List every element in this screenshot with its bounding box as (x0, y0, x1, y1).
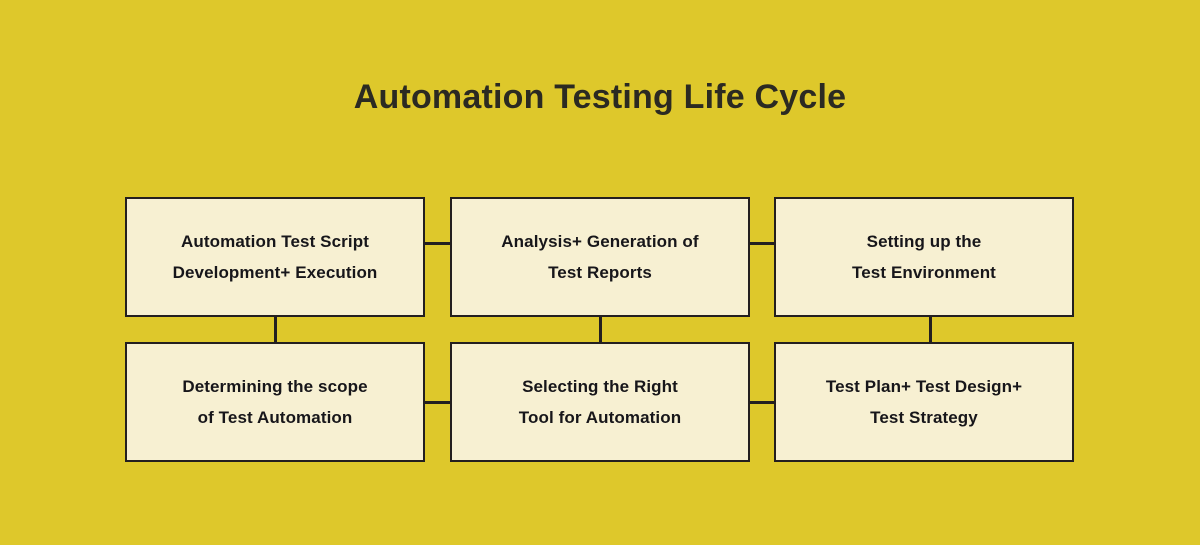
flow-box-line2: Test Environment (852, 263, 996, 282)
flow-box-label: Setting up the Test Environment (852, 226, 996, 288)
flow-box-setting-up-test-environment[interactable]: Setting up the Test Environment (774, 197, 1074, 317)
flow-box-line2: of Test Automation (197, 408, 353, 427)
connector-row2-col1-col2 (423, 401, 452, 404)
flow-box-line2: Test Strategy (870, 408, 978, 427)
flow-box-test-plan-design-strategy[interactable]: Test Plan+ Test Design+ Test Strategy (774, 342, 1074, 462)
flow-box-selecting-right-tool[interactable]: Selecting the Right Tool for Automation (450, 342, 750, 462)
flow-box-line2: Test Reports (548, 263, 652, 282)
connector-col3-row1-row2 (929, 315, 932, 344)
flow-box-label: Test Plan+ Test Design+ Test Strategy (826, 371, 1022, 433)
flow-box-label: Automation Test Script Development+ Exec… (173, 226, 378, 288)
page-title: Automation Testing Life Cycle (353, 78, 847, 116)
connector-col2-row1-row2 (599, 315, 602, 344)
connector-row1-col2-col3 (747, 242, 776, 245)
flow-box-line1: Analysis+ Generation of (501, 232, 699, 251)
flow-box-determining-scope[interactable]: Determining the scope of Test Automation (125, 342, 425, 462)
connector-row2-col2-col3 (747, 401, 776, 404)
flow-box-line1: Selecting the Right (522, 377, 678, 396)
flow-box-line1: Setting up the (866, 232, 982, 251)
flow-box-label: Selecting the Right Tool for Automation (519, 371, 681, 433)
flow-box-line1: Determining the scope (182, 377, 368, 396)
flow-box-line1: Automation Test Script (181, 232, 369, 251)
connector-row1-col1-col2 (423, 242, 452, 245)
flow-box-line2: Development+ Execution (172, 263, 378, 282)
flow-box-label: Analysis+ Generation of Test Reports (501, 226, 698, 288)
flow-box-line1: Test Plan+ Test Design+ (825, 377, 1023, 396)
flow-box-analysis-generation-reports[interactable]: Analysis+ Generation of Test Reports (450, 197, 750, 317)
flowchart: Automation Test Script Development+ Exec… (125, 197, 1074, 462)
flow-box-label: Determining the scope of Test Automation (182, 371, 367, 433)
connector-col1-row1-row2 (274, 315, 277, 344)
flow-box-line2: Tool for Automation (518, 408, 682, 427)
flow-box-automation-test-script[interactable]: Automation Test Script Development+ Exec… (125, 197, 425, 317)
